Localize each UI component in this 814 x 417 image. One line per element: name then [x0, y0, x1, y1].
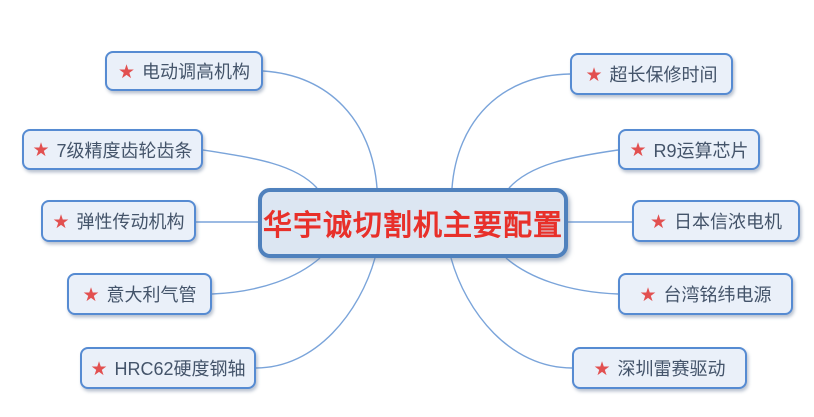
branch-node-left-2[interactable]: ★ 7级精度齿轮齿条: [22, 129, 203, 170]
branch-node-label: HRC62硬度钢轴: [114, 359, 246, 379]
branch-node-right-3[interactable]: ★ 日本信浓电机: [632, 200, 800, 242]
star-icon: ★: [629, 140, 647, 161]
branch-node-label: 弹性传动机构: [76, 212, 185, 232]
star-icon: ★: [90, 358, 108, 380]
star-icon: ★: [649, 211, 668, 233]
star-icon: ★: [82, 284, 100, 306]
branch-node-right-2[interactable]: ★ R9运算芯片: [618, 129, 760, 170]
center-node-title: 华宇诚切割机主要配置: [262, 210, 563, 242]
branch-node-right-1[interactable]: ★ 超长保修时间: [570, 53, 733, 95]
connector-left-2: [202, 149, 318, 189]
star-icon: ★: [639, 284, 657, 306]
branch-node-label: 深圳雷赛驱动: [617, 359, 726, 379]
branch-node-left-5[interactable]: ★ HRC62硬度钢轴: [80, 347, 256, 389]
branch-node-left-3[interactable]: ★ 弹性传动机构: [41, 200, 196, 242]
star-icon: ★: [52, 211, 70, 233]
connector-right-5: [450, 257, 573, 369]
branch-node-left-4[interactable]: ★ 意大利气管: [67, 273, 212, 315]
connector-right-4: [505, 257, 619, 295]
star-icon: ★: [32, 140, 50, 161]
connector-left-1: [262, 70, 378, 189]
branch-node-label: 超长保修时间: [609, 65, 718, 85]
star-icon: ★: [117, 61, 136, 83]
branch-node-label: R9运算芯片: [653, 140, 749, 161]
branch-node-label: 台湾铭纬电源: [663, 285, 772, 305]
connector-left-5: [255, 257, 376, 369]
connector-right-2: [508, 149, 619, 189]
center-node[interactable]: 华宇诚切割机主要配置: [258, 188, 568, 258]
connector-left-4: [211, 257, 321, 295]
branch-node-left-1[interactable]: ★ 电动调高机构: [105, 51, 263, 91]
branch-node-label: 电动调高机构: [142, 62, 251, 82]
branch-node-label: 7级精度齿轮齿条: [56, 140, 193, 161]
star-icon: ★: [585, 64, 603, 86]
branch-node-right-4[interactable]: ★ 台湾铭纬电源: [618, 273, 793, 315]
connector-right-1: [451, 73, 571, 189]
branch-node-right-5[interactable]: ★ 深圳雷赛驱动: [572, 347, 747, 389]
star-icon: ★: [593, 358, 611, 380]
branch-node-label: 日本信浓电机: [674, 212, 783, 232]
branch-node-label: 意大利气管: [106, 285, 197, 305]
